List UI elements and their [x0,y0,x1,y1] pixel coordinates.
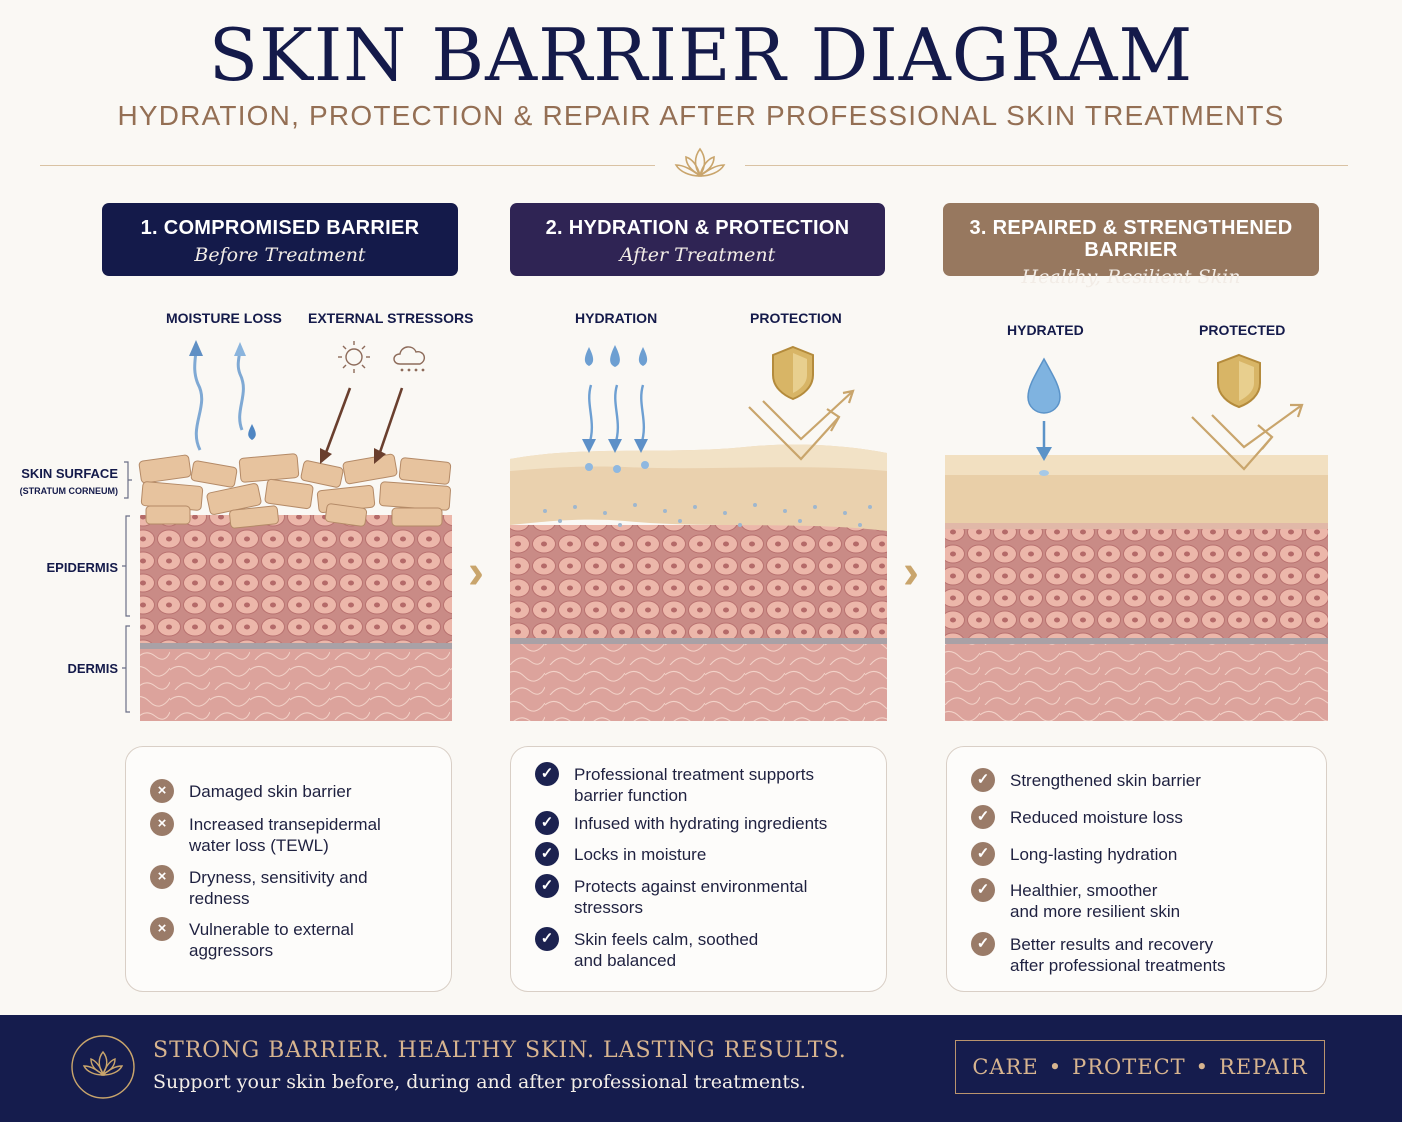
footer-subtext: Support your skin before, during and aft… [153,1071,806,1093]
item-text: Reduced moisture loss [1010,808,1183,827]
card-repaired-barrier: ✓ Strengthened skin barrier ✓ Reduced mo… [946,746,1327,992]
compromised-skin-illustration [138,340,452,721]
item-text-2: stressors [574,898,643,917]
chevron-right-icon: › [468,546,484,599]
list-item: ✓ Protects against environmental stressor… [535,874,872,918]
item-text: Infused with hydrating ingredients [574,814,828,833]
step-title: 3. REPAIRED & STRENGTHENED BARRIER [969,217,1293,261]
item-text: Skin feels calm, soothed [574,930,759,949]
page-title: SKIN BARRIER DIAGRAM [208,13,1194,97]
check-icon: ✓ [535,842,559,866]
label-hydration: HYDRATION [575,310,658,326]
step-header-repaired: 3. REPAIRED & STRENGTHENED BARRIER Healt… [943,203,1319,288]
layer-label-dermis: DERMIS [67,661,118,676]
list-item: ✓ Better results and recovery after profe… [971,932,1312,976]
label-protected: PROTECTED [1199,322,1286,338]
check-icon: ✓ [971,842,995,866]
item-text: Better results and recovery [1010,935,1214,954]
footer-banner [0,1015,1402,1122]
item-text: Vulnerable to external [189,920,354,939]
list-item: ✓ Infused with hydrating ingredients [535,811,872,835]
list-item: × Damaged skin barrier [150,779,437,803]
item-text: Professional treatment supports [574,765,815,784]
label-hydrated: HYDRATED [1007,322,1084,338]
check-icon: ✓ [535,874,559,898]
item-text: Locks in moisture [574,845,707,864]
divider-left [40,165,655,166]
item-text-2: aggressors [189,941,274,960]
check-icon: ✓ [971,805,995,829]
list-item: ✓ Reduced moisture loss [971,805,1312,829]
footer-word-care: CARE [972,1055,1039,1079]
footer-word-repair: REPAIR [1219,1055,1308,1079]
check-icon: ✓ [535,762,559,786]
cross-icon: × [150,917,174,941]
separator-dot: • [1195,1055,1210,1079]
step-header-hydration: 2. HYDRATION & PROTECTION After Treatmen… [510,203,885,276]
step-title: 1. COMPROMISED BARRIER [140,217,420,239]
step-header-compromised: 1. COMPROMISED BARRIER Before Treatment [102,203,458,276]
item-text-2: and balanced [574,951,677,970]
footer-word-protect: PROTECT [1072,1055,1186,1079]
card-hydration-protection: ✓ Professional treatment supports barrier… [510,746,887,992]
divider-right [745,165,1348,166]
label-protection: PROTECTION [750,310,842,326]
item-text: Damaged skin barrier [189,782,352,801]
list-item: × Dryness, sensitivity and redness [150,865,437,909]
item-text: Increased transepidermal [189,815,381,834]
cross-icon: × [150,812,174,836]
step-subtitle: Before Treatment [194,244,366,266]
label-moisture-loss: MOISTURE LOSS [166,310,282,326]
list-item: ✓ Professional treatment supports barrier… [535,762,872,806]
layer-label-epidermis: EPIDERMIS [46,560,118,575]
care-protect-repair-box: CARE • PROTECT • REPAIR [955,1040,1325,1094]
label-external-stressors: EXTERNAL STRESSORS [308,310,474,326]
item-text: Healthier, smoother [1010,881,1158,900]
item-text-2: and more resilient skin [1010,902,1181,921]
item-text-2: barrier function [574,786,688,805]
check-icon: ✓ [971,932,995,956]
item-text-2: after professional treatments [1010,956,1226,975]
item-text: Dryness, sensitivity and [189,868,368,887]
list-item: ✓ Locks in moisture [535,842,872,866]
page-subtitle: HYDRATION, PROTECTION & REPAIR AFTER PRO… [117,100,1285,131]
check-icon: ✓ [535,811,559,835]
card-compromised-barrier: × Damaged skin barrier × Increased trans… [125,746,452,992]
check-icon: ✓ [535,927,559,951]
separator-dot: • [1048,1055,1063,1079]
step-title: 2. HYDRATION & PROTECTION [545,217,850,239]
item-text: Protects against environmental [574,877,808,896]
item-text-2: water loss (TEWL) [189,836,329,855]
lotus-icon [71,1035,135,1099]
list-item: ✓ Long-lasting hydration [971,842,1312,866]
lotus-icon [674,147,726,177]
footer-tagline: STRONG BARRIER. HEALTHY SKIN. LASTING RE… [153,1038,847,1063]
check-icon: ✓ [971,768,995,792]
list-item: × Vulnerable to external aggressors [150,917,437,961]
hydration-skin-illustration [510,345,887,721]
repaired-skin-illustration [945,353,1328,721]
list-item: ✓ Healthier, smoother and more resilient … [971,878,1312,922]
cross-icon: × [150,779,174,803]
item-text: Strengthened skin barrier [1010,771,1201,790]
chevron-right-icon: › [903,546,919,599]
list-item: ✓ Skin feels calm, soothed and balanced [535,927,872,971]
layer-brackets [122,461,132,713]
check-icon: ✓ [971,878,995,902]
item-text-2: redness [189,889,250,908]
layer-label-skin-surface: SKIN SURFACE [21,466,118,481]
list-item: ✓ Strengthened skin barrier [971,768,1312,792]
step-subtitle: After Treatment [619,244,776,266]
list-item: × Increased transepidermal water loss (TE… [150,812,437,856]
step-subtitle: Healthy, Resilient Skin [1021,266,1241,288]
layer-label-stratum: (STRATUM CORNEUM) [19,486,118,496]
cross-icon: × [150,865,174,889]
item-text: Long-lasting hydration [1010,845,1178,864]
